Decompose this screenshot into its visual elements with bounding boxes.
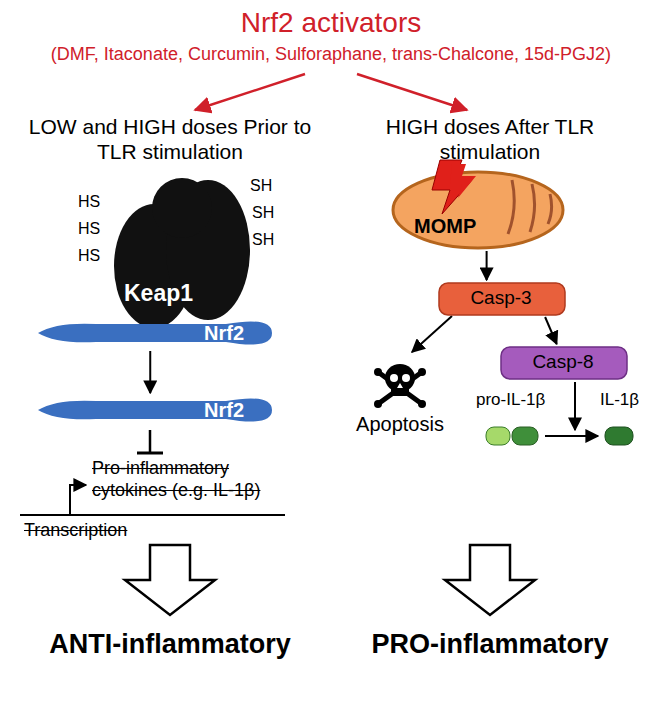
caspase-box: Casp-8 — [500, 346, 626, 378]
pro-il1b-symbol — [486, 427, 538, 445]
node-text: Casp-3 — [438, 287, 564, 310]
process-label: Transcription — [24, 520, 127, 542]
figure-title: Nrf2 activators — [0, 6, 662, 40]
outcome-heading: ANTI-inflammatory — [5, 628, 335, 660]
nrf2-protein: Nrf2 — [36, 318, 274, 348]
protein-label: IL-1β — [600, 390, 639, 410]
red-arrow — [195, 74, 305, 110]
promoter-arrow — [70, 485, 86, 515]
inhibition-line — [149, 430, 152, 452]
thiol-label: HS — [78, 219, 100, 238]
thiol-label: HS — [78, 246, 100, 265]
arrow — [574, 382, 576, 430]
thiol-label: SH — [252, 230, 274, 249]
arrow — [545, 435, 598, 437]
panel-heading: LOW and HIGH doses Prior to TLR stimulat… — [10, 114, 330, 164]
gene-label: Pro-inflammatory cytokines (e.g. IL-1β) — [92, 458, 282, 501]
connector-arrow — [149, 351, 151, 393]
node-text: MOMP — [414, 214, 476, 238]
dna-line — [20, 514, 285, 516]
il1b-symbol — [605, 427, 633, 445]
node-text: Nrf2 — [204, 398, 244, 422]
inhibition-bar — [137, 452, 163, 455]
thiol-label: SH — [252, 203, 274, 222]
hollow-arrow — [445, 545, 535, 615]
node-text: Casp-8 — [500, 351, 626, 374]
node-text: Nrf2 — [204, 321, 244, 345]
thiol-label: HS — [78, 192, 100, 211]
caspase-box: Casp-3 — [438, 282, 564, 314]
mitochondrion: MOMP — [392, 168, 564, 248]
keap1-protein: Keap1 — [112, 168, 252, 330]
connector-arrow — [545, 317, 557, 344]
subtitle: (DMF, Itaconate, Curcumin, Sulforaphane,… — [11, 44, 651, 66]
skull-symbol — [374, 364, 426, 408]
protein-label: pro-IL-1β — [476, 390, 545, 410]
node-text: Keap1 — [124, 280, 193, 308]
panel-heading: HIGH doses After TLR stimulation — [340, 114, 640, 164]
outcome-heading: PRO-inflammatory — [325, 628, 655, 660]
connector-arrow — [486, 251, 488, 280]
arrow — [412, 316, 452, 352]
outcome-label: Apoptosis — [330, 412, 470, 436]
hollow-arrow — [125, 545, 215, 615]
red-arrow — [357, 74, 467, 110]
thiol-label: SH — [250, 176, 272, 195]
nrf2-protein: Nrf2 — [36, 395, 274, 425]
